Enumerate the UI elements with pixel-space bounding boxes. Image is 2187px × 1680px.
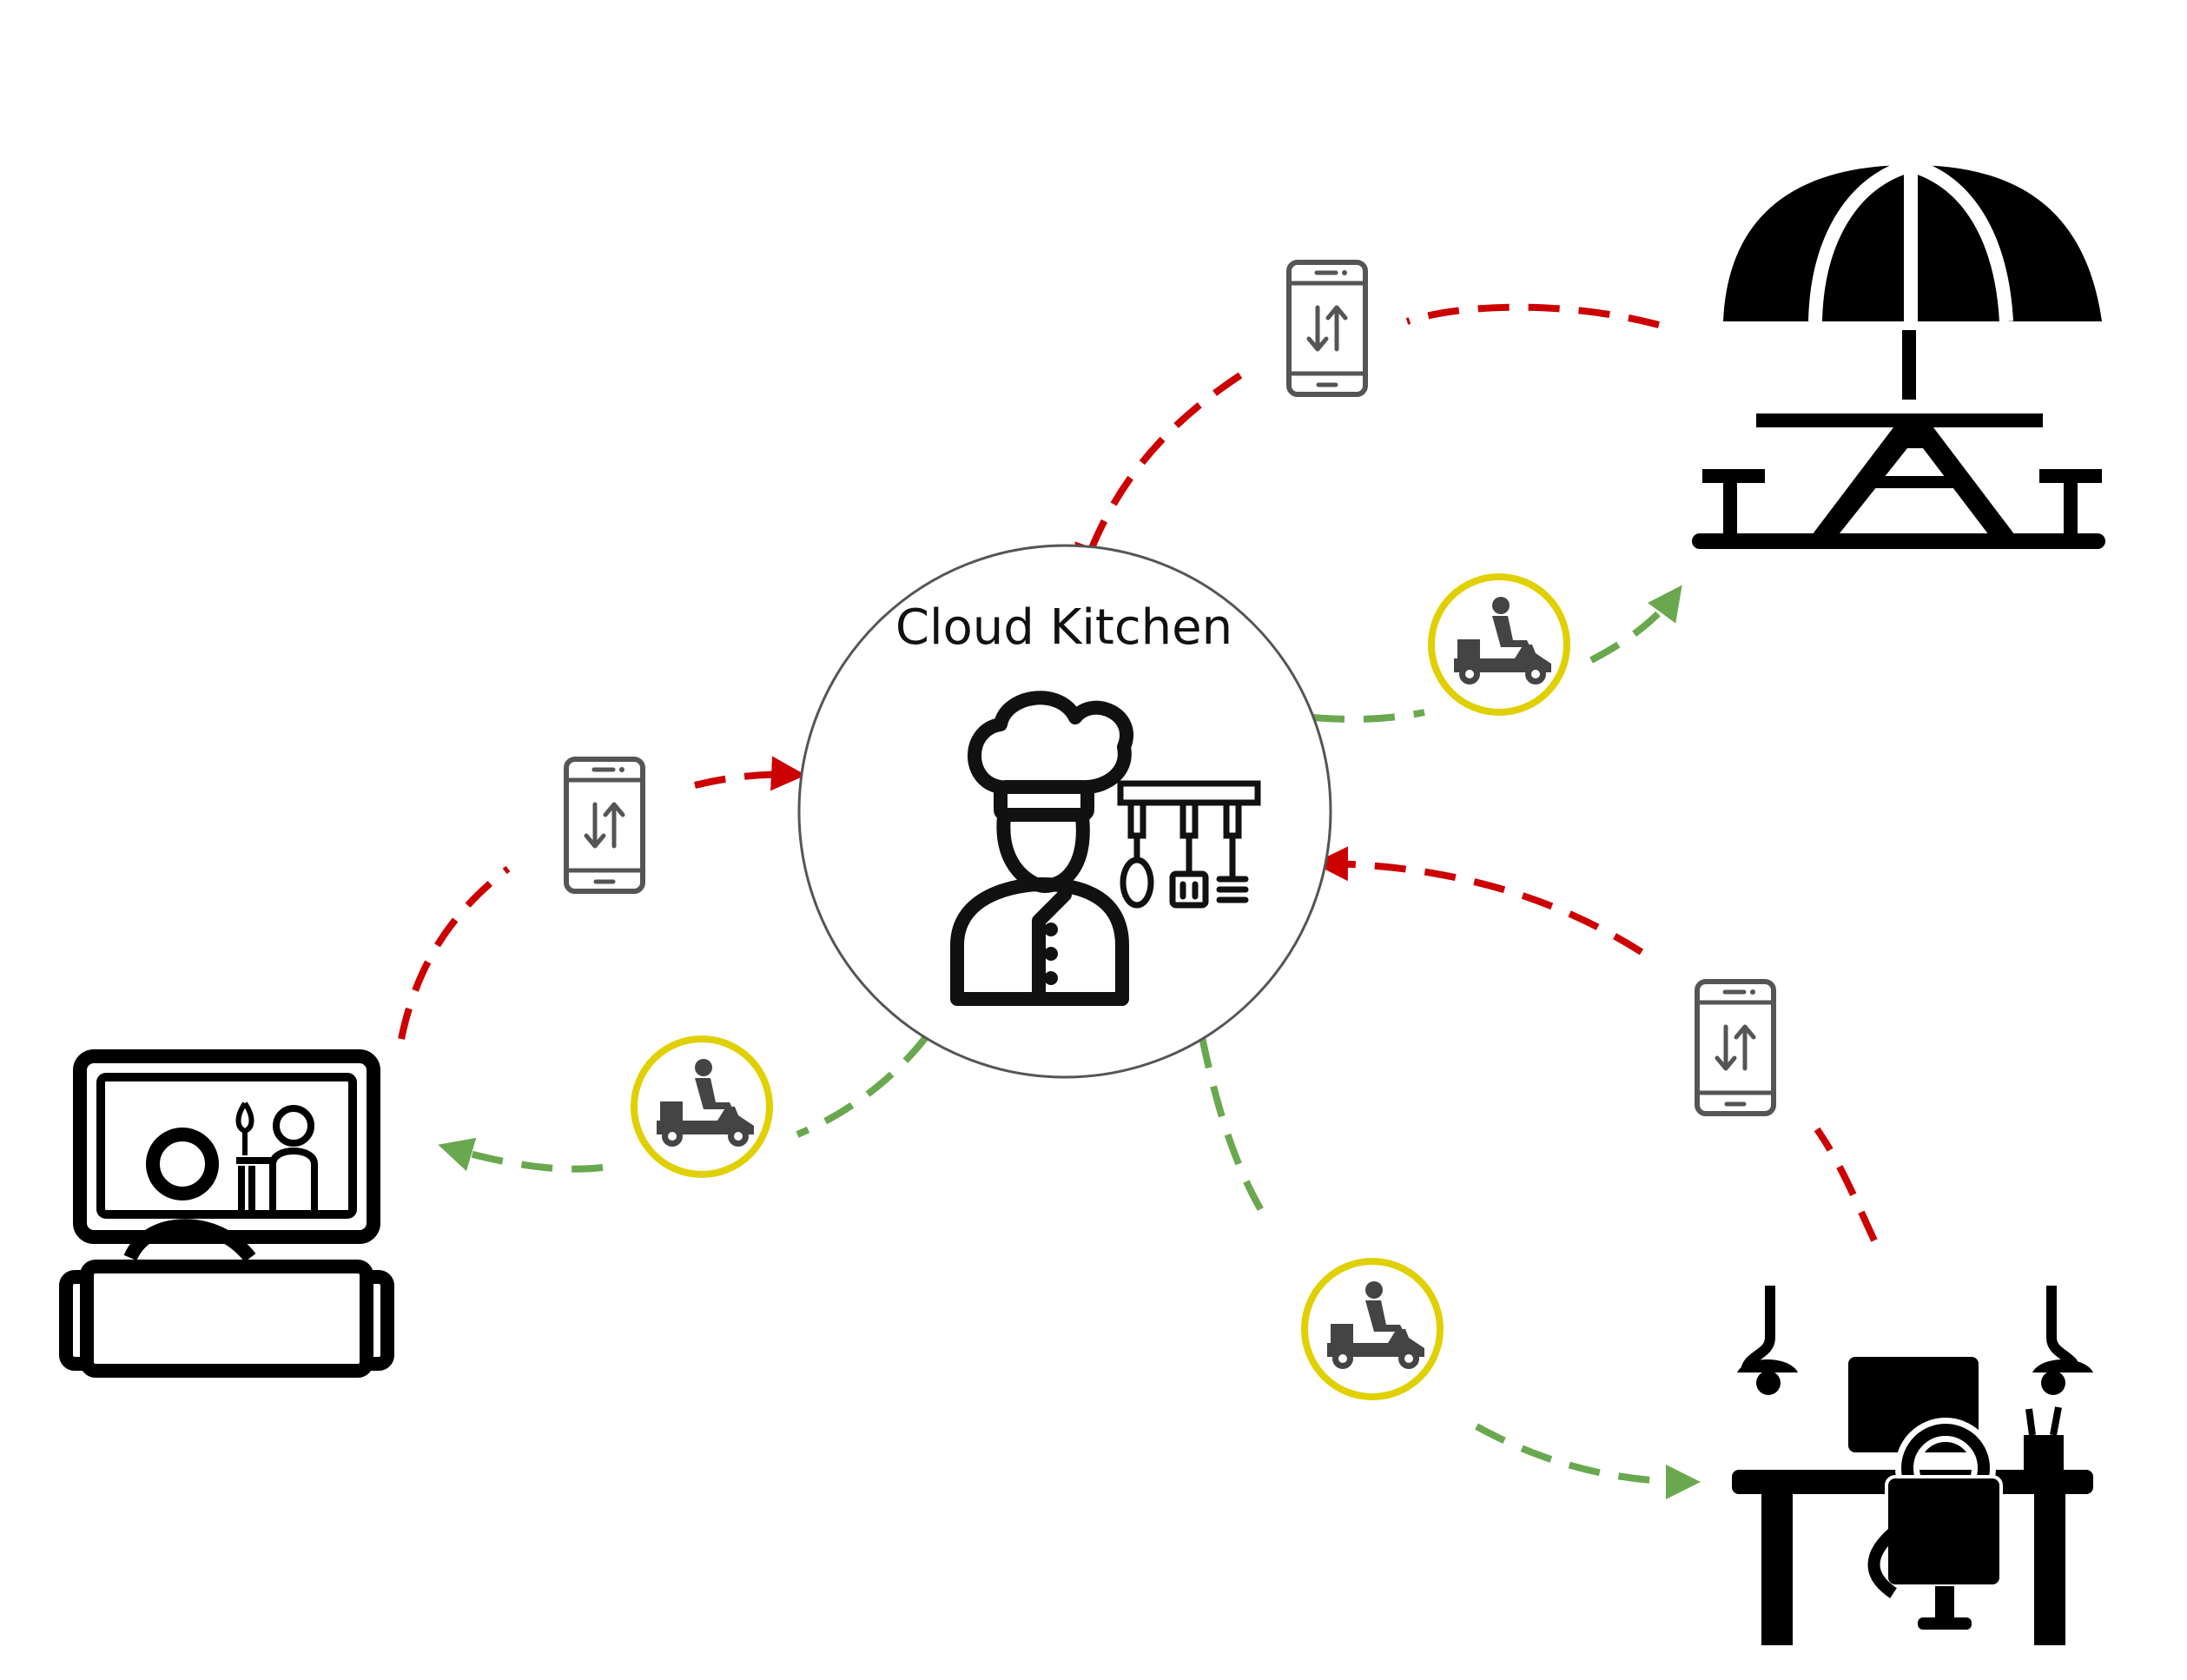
picnic-table-umbrella-icon (1692, 158, 2105, 549)
cloud-kitchen-label: Cloud Kitchen (895, 599, 1233, 656)
chef-buttons (1044, 923, 1058, 985)
home-tv-viewer-icon (59, 1049, 394, 1378)
smartphone-transfer-icon (566, 759, 643, 891)
order-arrow-from-outdoor (1074, 303, 1661, 580)
cloud-kitchen-node (797, 544, 1332, 1079)
office-desk-icon (1732, 1286, 2093, 1645)
chef-icon (950, 691, 1133, 1006)
order-arrow-from-home (398, 756, 806, 1040)
smartphone-transfer-icon (1289, 262, 1365, 394)
delivery-scooter-icon (634, 1039, 770, 1174)
order-arrow-from-office (1313, 846, 1878, 1242)
delivery-arrow-to-home (438, 1035, 929, 1173)
delivery-arrow-to-office (1199, 1036, 1701, 1499)
smartphone-transfer-icon (1697, 982, 1774, 1114)
delivery-arrow-to-outdoor (1312, 585, 1682, 723)
utensil-rack-icon (1117, 780, 1261, 909)
delivery-scooter-icon (1431, 577, 1567, 712)
delivery-scooter-icon (1305, 1261, 1440, 1397)
